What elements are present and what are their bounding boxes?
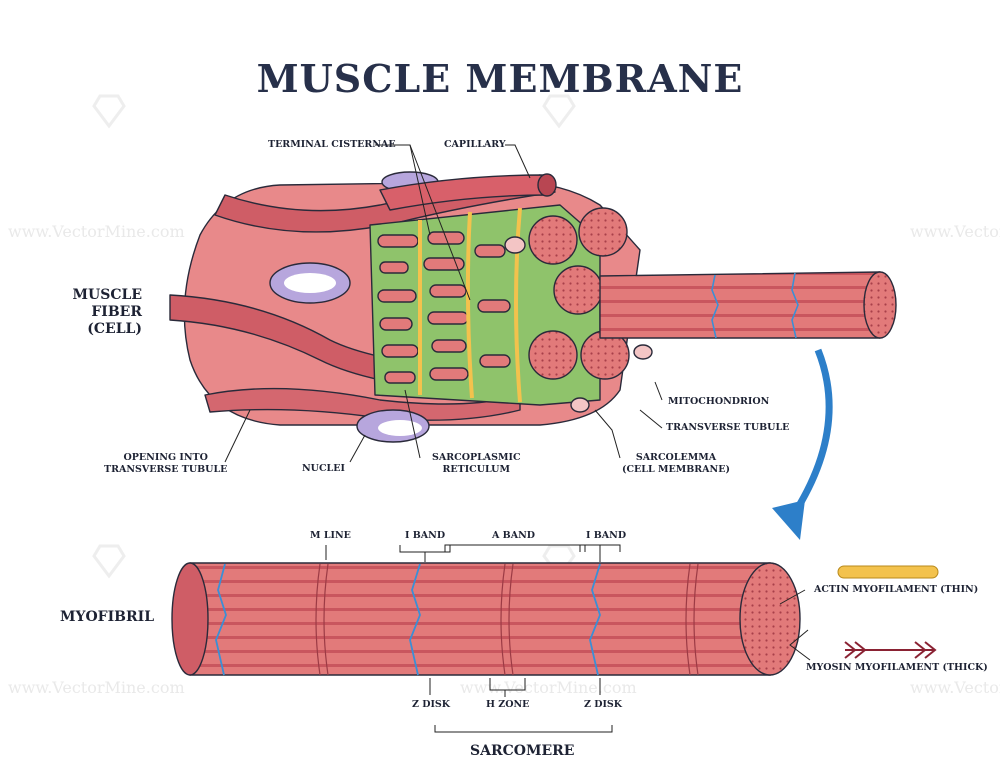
m-line-label: M LINE xyxy=(310,530,351,541)
sarcolemma-line2: (CELL MEMBRANE) xyxy=(622,464,730,475)
a-band-label: A BAND xyxy=(492,530,536,541)
myofibril-label: MYOFIBRIL xyxy=(60,609,155,625)
myosin-label: MYOSIN MYOFILAMENT (THICK) xyxy=(806,662,988,673)
leader-lines xyxy=(224,144,811,733)
watermark: www.VectorMine.com xyxy=(910,222,1000,241)
muscle-fiber-illustration xyxy=(169,171,897,443)
opening-line2: TRANSVERSE TUBULE xyxy=(104,464,228,475)
sarcolemma-label: SARCOLEMMA (CELL MEMBRANE) xyxy=(622,452,730,476)
z-disk-right-label: Z DISK xyxy=(584,699,623,710)
watermark: www.VectorMine.com xyxy=(8,222,185,241)
myofibril-illustration xyxy=(171,562,801,676)
watermark: www.VectorMine.com xyxy=(8,678,185,697)
i-band-right-label: I BAND xyxy=(586,530,627,541)
page-title: MUSCLE MEMBRANE xyxy=(256,56,744,101)
muscle-fiber-line1: MUSCLE FIBER xyxy=(72,287,142,320)
sarcomere-label: SARCOMERE xyxy=(470,743,575,759)
opening-line1: OPENING INTO xyxy=(123,452,208,463)
transverse-tubule-label: TRANSVERSE TUBULE xyxy=(666,422,790,433)
opening-label: OPENING INTO TRANSVERSE TUBULE xyxy=(104,452,227,476)
h-zone-label: H ZONE xyxy=(486,699,530,710)
muscle-fiber-label: MUSCLE FIBER (CELL) xyxy=(30,287,142,338)
arrow-head-icon xyxy=(772,500,805,540)
mitochondrion-label: MITOCHONDRION xyxy=(668,396,770,407)
z-disk-left-label: Z DISK xyxy=(412,699,451,710)
watermark: www.VectorMine.com xyxy=(910,678,1000,697)
muscle-fiber-line2: (CELL) xyxy=(87,321,142,337)
watermark: www.VectorMine.com xyxy=(460,678,637,697)
actin-filament-icon xyxy=(837,565,939,579)
actin-label: ACTIN MYOFILAMENT (THIN) xyxy=(814,584,979,595)
i-band-left-label: I BAND xyxy=(405,530,446,541)
sr-line1: SARCOPLASMIC xyxy=(432,452,521,463)
nuclei-label: NUCLEI xyxy=(302,463,345,474)
sr-line2: RETICULUM xyxy=(442,464,510,475)
arrow-icon xyxy=(787,348,833,522)
myosin-filament-icon xyxy=(844,641,937,659)
sarcoplasmic-reticulum-label: SARCOPLASMIC RETICULUM xyxy=(432,452,521,476)
terminal-cisternae-label: TERMINAL CISTERNAE xyxy=(268,139,396,150)
capillary-label: CAPILLARY xyxy=(444,139,506,150)
sarcolemma-line1: SARCOLEMMA xyxy=(635,452,717,463)
